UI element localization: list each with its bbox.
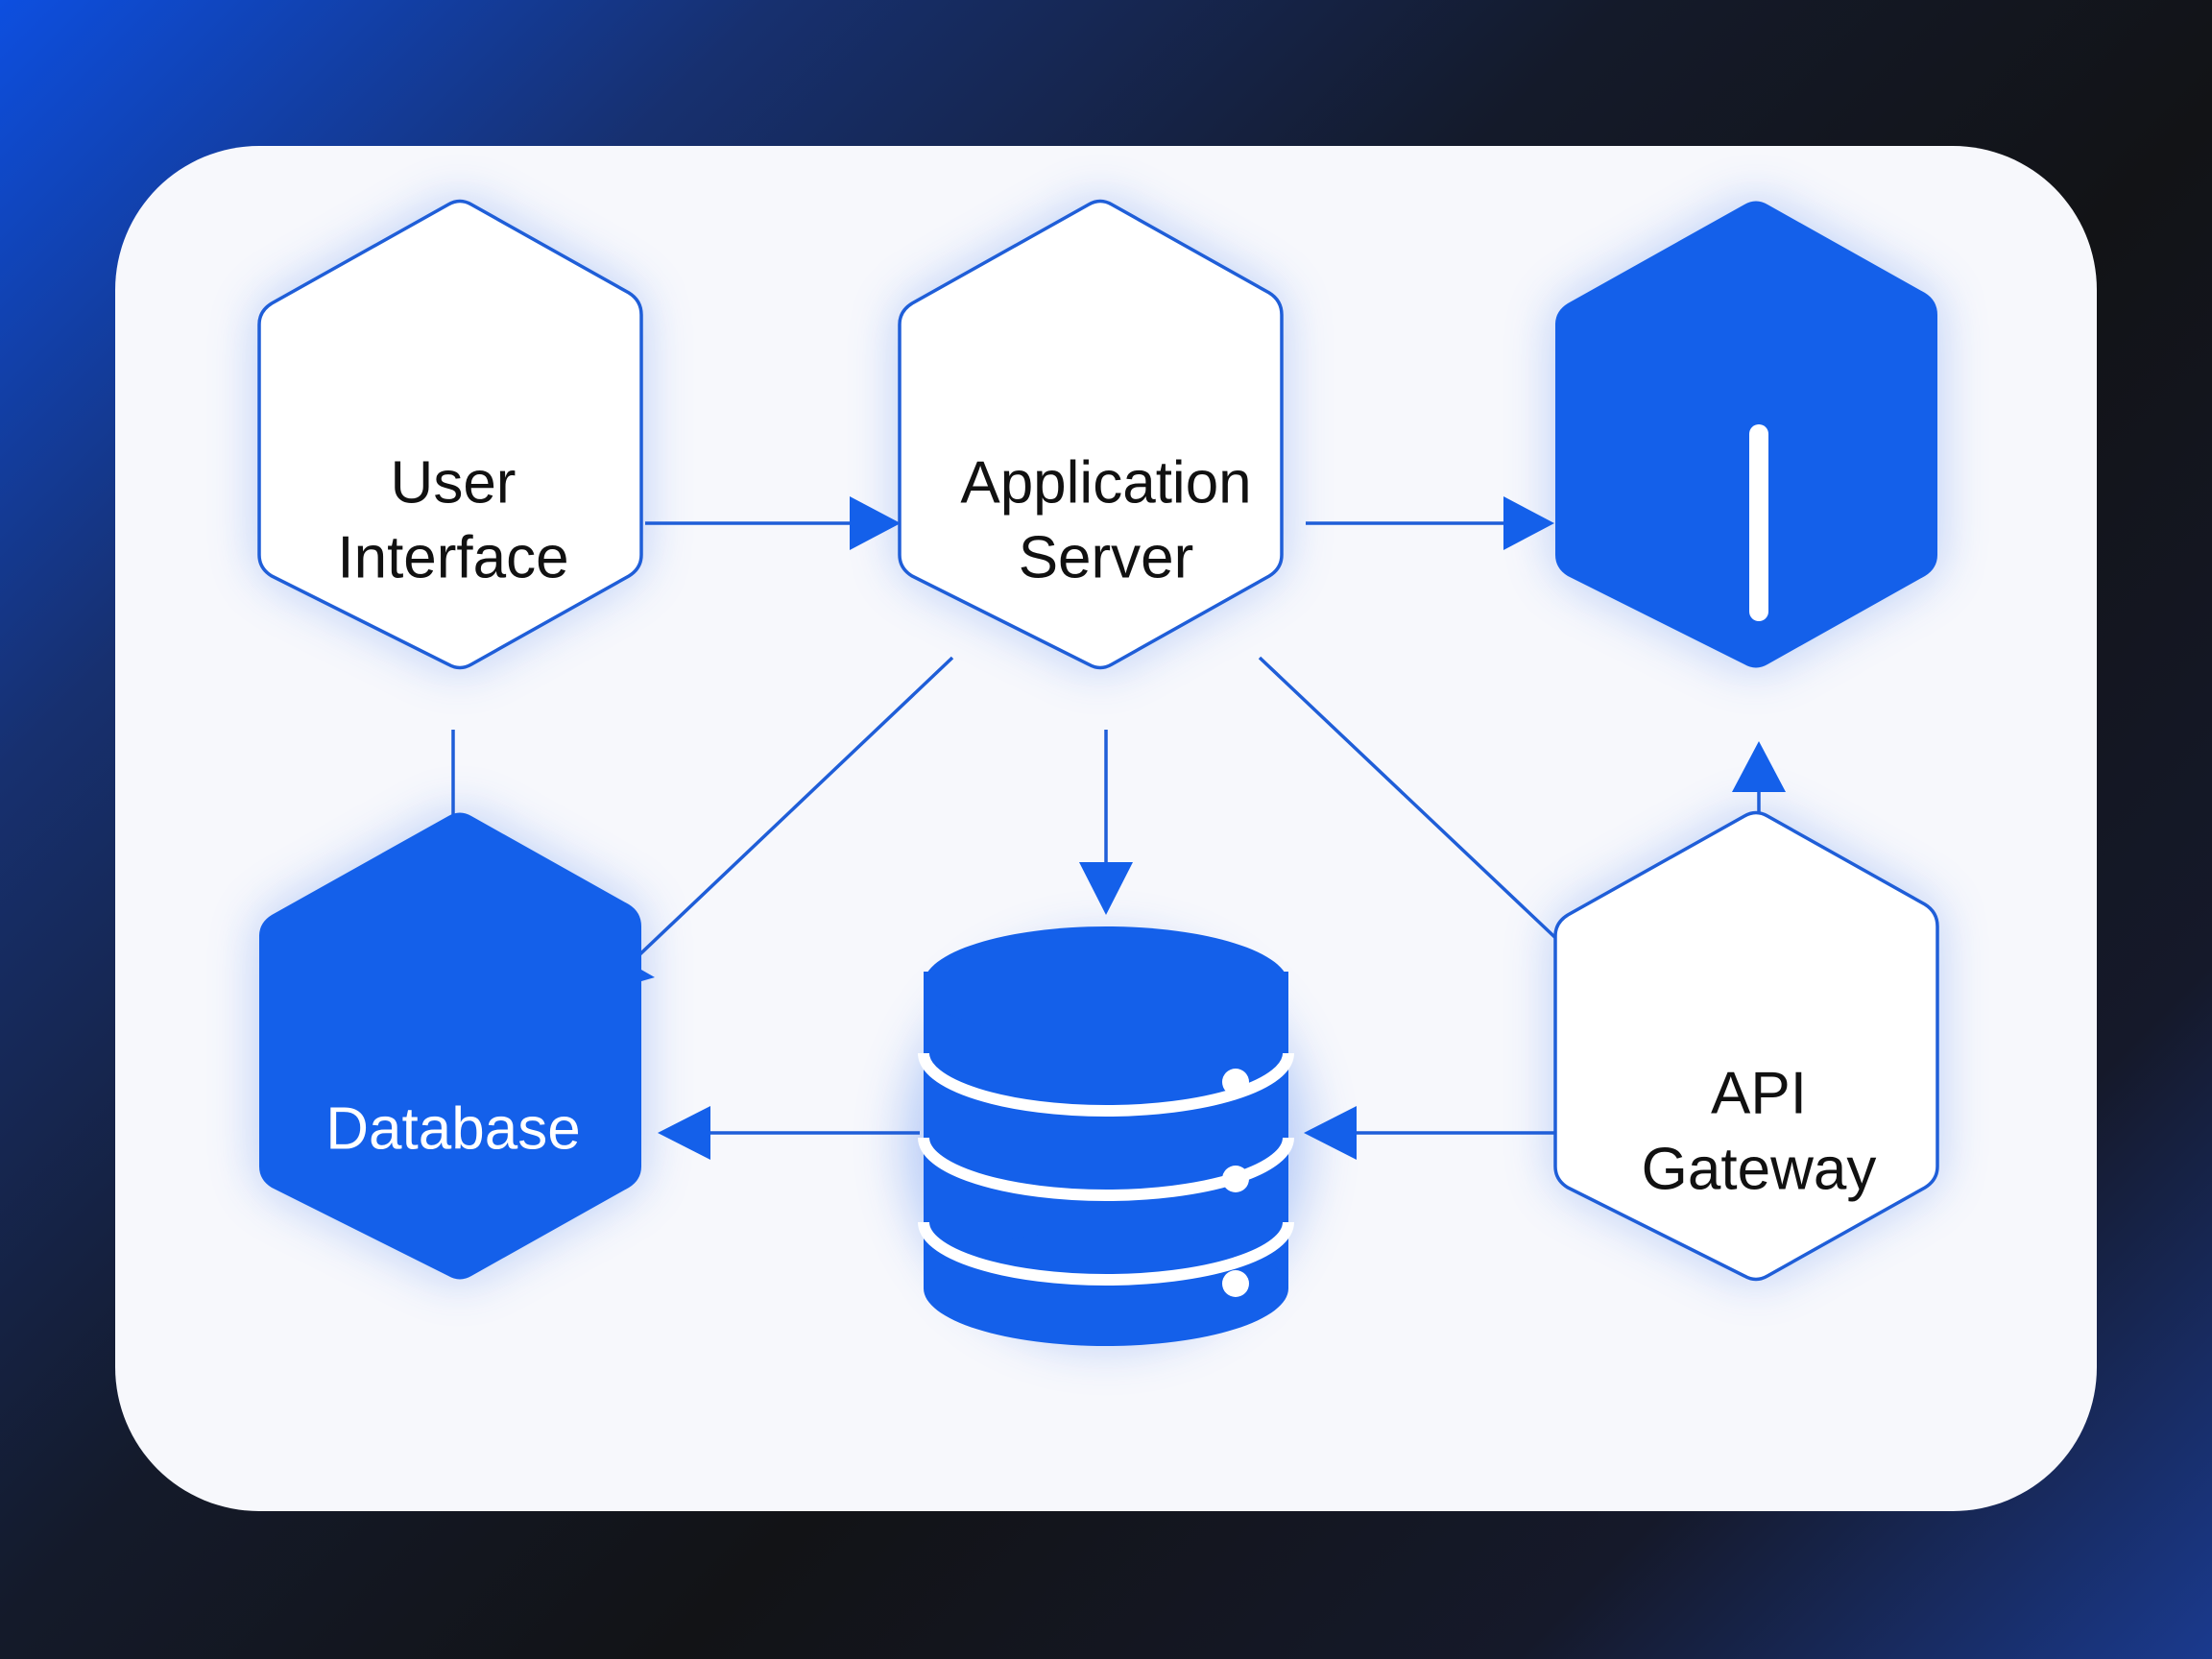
node-user-interface-label-line2: Interface [337,524,568,590]
hexagon-outline [257,199,643,670]
hexagon-filled [1555,201,1937,668]
node-api-gateway-label-line2: Gateway [1642,1136,1877,1202]
status-dot-icon [1222,1069,1249,1095]
cylinder-band [918,1221,1294,1286]
node-database-label: Database [325,1095,580,1162]
cylinder-band [918,1137,1294,1201]
arrowhead-down [1079,862,1133,915]
node-database[interactable] [259,812,641,1280]
hexagon-outline [1553,810,1939,1282]
database-cylinder-icon[interactable] [918,926,1294,1346]
arrowhead-left [658,1106,710,1160]
node-user-interface[interactable] [257,199,643,670]
node-top-right[interactable] [1555,201,1937,668]
node-user-interface-label-line1: User [391,449,517,516]
cylinder-top [924,926,1288,1042]
cylinder-band [918,1052,1294,1117]
node-application-server-label-line1: Application [960,449,1251,516]
node-application-server[interactable] [898,199,1284,670]
status-dot-icon [1222,1166,1249,1192]
connectors [451,521,1761,1135]
vertical-bar-icon [1749,424,1768,621]
hexagon-filled [259,812,641,1280]
status-dot-icon [1222,1270,1249,1297]
connector-appserver-to-database [627,656,954,967]
arrowhead-left [1304,1106,1357,1160]
node-api-gateway[interactable] [1553,810,1939,1282]
connector-appserver-to-apigateway [1258,656,1586,967]
cylinder-bottom [924,1231,1288,1346]
node-api-gateway-label-line1: API [1711,1060,1807,1126]
hexagon-outline [898,199,1284,670]
arrowhead-up [1732,741,1786,792]
node-application-server-label-line2: Server [1019,524,1194,590]
arrowhead-right [850,496,901,550]
arrowhead-right [1503,496,1554,550]
